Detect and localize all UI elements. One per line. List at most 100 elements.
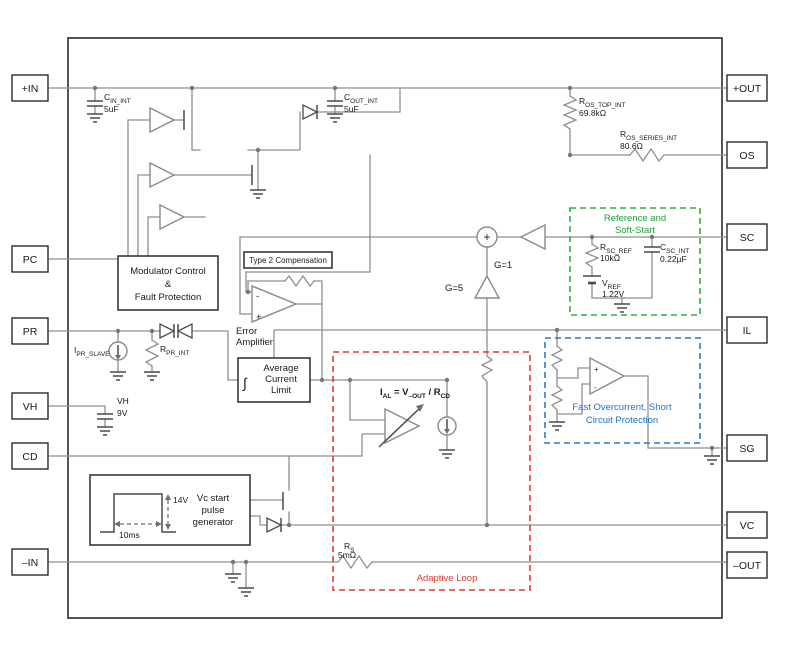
arrowhead-left	[114, 521, 120, 527]
summing-plus: +	[483, 230, 490, 244]
pin-label: IL	[743, 325, 752, 337]
pin-label: –IN	[22, 557, 38, 569]
i-pr-slave-label: IPR_SLAVE	[74, 345, 110, 358]
oc-resistor-1	[550, 345, 564, 371]
pin-cd: CD	[11, 442, 49, 470]
avg-limit-line1: Average	[263, 363, 298, 374]
r-s-label: RS	[344, 541, 355, 554]
r-s-value: 5mΩ	[338, 550, 356, 560]
arrowhead-up	[165, 494, 171, 500]
v-ref-value: 1.22V	[602, 289, 625, 299]
adaptive-loop-region	[332, 351, 531, 591]
pin-label: OS	[739, 150, 754, 162]
comparator-minus: -	[594, 383, 597, 392]
pin-label: +OUT	[733, 83, 762, 95]
g5-label: G=5	[445, 283, 463, 294]
c-sc-label: CSC_INT	[660, 242, 689, 255]
adaptive-loop-label: Adaptive Loop	[417, 573, 478, 584]
modulator-block	[117, 255, 219, 311]
error-amp-plus: +	[256, 312, 262, 323]
capacitor-plates	[87, 100, 660, 532]
pin-label: VH	[23, 401, 38, 413]
r-os-series-label: ROS_SERIES_INT	[620, 129, 677, 142]
r-sc-ref-value: 10kΩ	[600, 253, 620, 263]
junction-dots	[92, 85, 715, 565]
r-os-top-label: ROS_TOP_INT	[579, 96, 626, 109]
v-ref-label: VREF	[602, 278, 621, 291]
error-amp-line2: Amplifier	[236, 337, 273, 348]
diode-icon	[266, 516, 283, 534]
gate-driver-icon	[149, 161, 176, 189]
pin-vh: VH	[11, 392, 49, 420]
adaptive-formula: IAL = V–OUT / RCD	[380, 387, 450, 400]
g1-amplifier-icon	[519, 223, 546, 251]
g1-label: G=1	[494, 260, 512, 271]
modulator-line1: Modulator Control	[130, 266, 206, 277]
vh-label: VH	[117, 396, 129, 406]
pin-plus-in: +IN	[11, 74, 49, 102]
triangle-symbols	[149, 103, 626, 534]
error-amp-line1: Error	[236, 326, 257, 337]
left-pins: +IN PC PR VH CD –IN	[11, 74, 49, 576]
c-in-value: 5uF	[104, 104, 119, 114]
r-sc-ref-resistor	[584, 243, 600, 268]
pulse-gen-line3: generator	[193, 517, 234, 528]
component-labels: CIN_INT 5uF COUT_INT 5uF ROS_TOP_INT 69.…	[74, 92, 689, 560]
g5-amplifier-icon	[473, 274, 501, 299]
pin-label: PR	[23, 326, 38, 338]
modulator-line2: &	[165, 279, 172, 290]
c-out-value: 5uF	[344, 104, 359, 114]
pin-sg: SG	[726, 434, 768, 462]
adjustable-arrowhead	[416, 404, 424, 412]
gate-driver-icon	[159, 203, 186, 231]
right-pins: +OUT OS SC IL SG VC –OUT	[726, 74, 768, 579]
pin-il: IL	[726, 316, 768, 344]
outer-frame	[67, 37, 723, 619]
pulse-width: 10ms	[119, 530, 140, 540]
pin-pc: PC	[11, 245, 49, 273]
modulator-line3: Fault Protection	[135, 292, 202, 303]
type2-label: Type 2 Compensation	[249, 256, 327, 265]
type2-feedback-resistor	[284, 274, 315, 288]
oc-resistor-2	[550, 385, 564, 411]
g5-input-resistor	[480, 355, 494, 383]
fast-oc-title-line2: Circuit Protection	[586, 415, 658, 426]
r-os-top-resistor	[562, 95, 578, 130]
r-pr-label: RPR_INT	[160, 344, 189, 357]
avg-limit-line2: Current	[265, 374, 297, 385]
r-os-series-value: 80.6Ω	[620, 141, 643, 151]
type2-compensation-block	[243, 251, 333, 269]
c-in-label: CIN_INT	[104, 92, 131, 105]
reference-title-line2: Soft-Start	[615, 225, 655, 236]
current-arrowhead	[444, 429, 450, 434]
diode-icon	[176, 322, 193, 340]
pin-label: SG	[739, 443, 754, 455]
pin-sc: SC	[726, 223, 768, 251]
comparator-icon	[589, 356, 626, 396]
pin-minus-in: –IN	[11, 548, 49, 576]
pin-label: –OUT	[733, 560, 762, 572]
pin-label: SC	[740, 232, 755, 244]
r-os-series-resistor	[629, 147, 667, 163]
average-current-limit-block	[237, 357, 311, 403]
resistor-symbols	[144, 95, 667, 570]
r-sc-ref-label: RSC_REF	[600, 242, 632, 255]
avg-limit-line3: Limit	[271, 385, 291, 396]
fast-oc-title-line1: Fast Overcurrent, Short	[572, 402, 672, 413]
pulse-gen-line1: Vc start	[197, 493, 230, 504]
r-os-top-value: 69.8kΩ	[579, 108, 606, 118]
c-out-label: COUT_INT	[344, 92, 378, 105]
c-sc-value: 0.22µF	[660, 254, 687, 264]
arrowhead-right	[156, 521, 162, 527]
error-amplifier-icon	[251, 284, 298, 324]
integral-sign: ∫	[242, 375, 248, 391]
fast-overcurrent-region	[544, 337, 701, 444]
pin-plus-out: +OUT	[726, 74, 768, 102]
pulse-generator-block	[89, 474, 251, 546]
pulse-waveform	[100, 493, 176, 533]
ground-symbols	[87, 113, 720, 597]
pulse-amplitude: 14V	[173, 495, 188, 505]
vh-value: 9V	[117, 408, 128, 418]
pulse-gen-line2: pulse	[202, 505, 225, 516]
